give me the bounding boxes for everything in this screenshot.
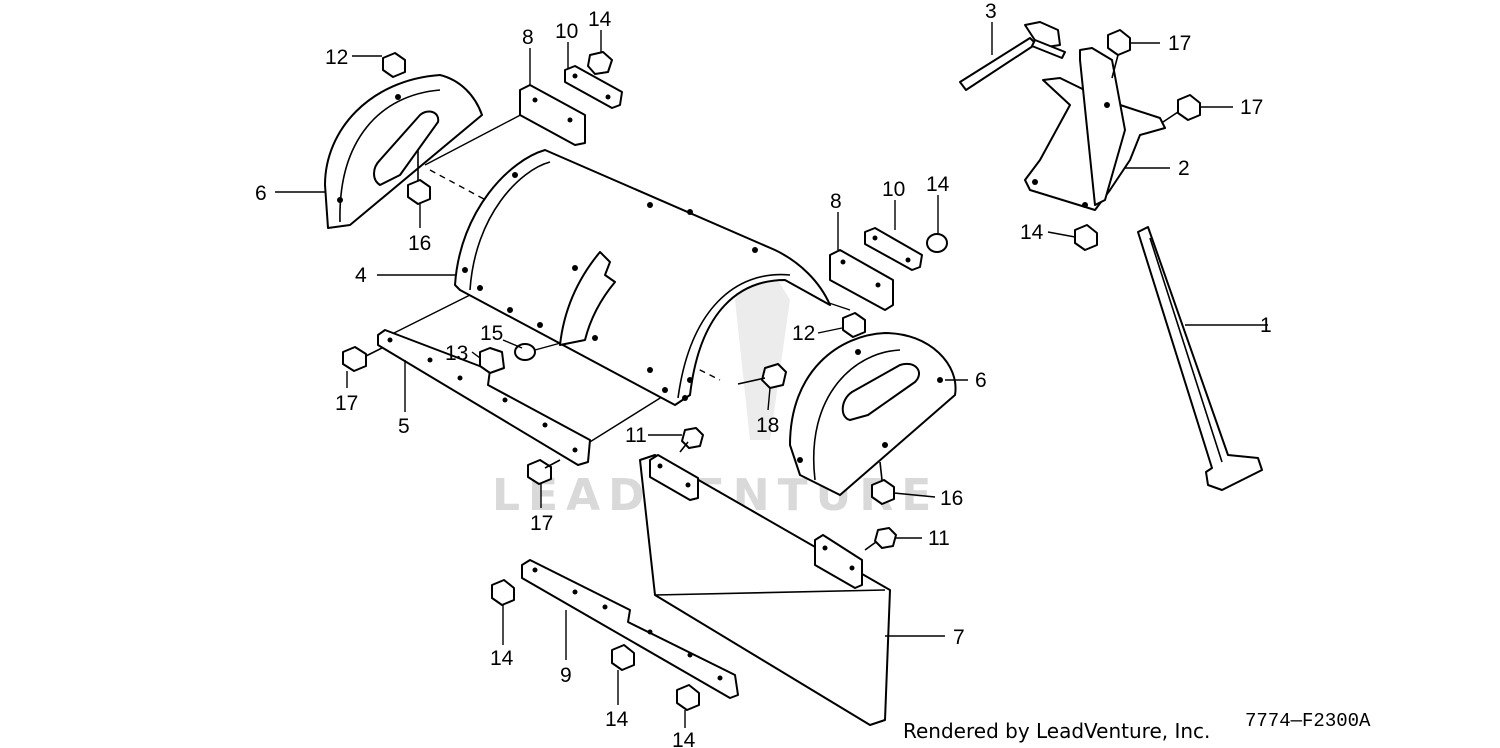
callout-17-hitch-top: 17 — [1168, 32, 1191, 55]
callout-7: 7 — [953, 626, 965, 649]
callout-12-right: 12 — [792, 322, 815, 345]
callout-5: 5 — [398, 415, 410, 438]
callout-4: 4 — [355, 264, 367, 287]
callout-10-right: 10 — [882, 178, 905, 201]
callout-14-bottom-c: 14 — [672, 729, 696, 748]
hitch-bracket — [1024, 47, 1166, 211]
callout-8-right: 8 — [830, 190, 842, 213]
right-brackets — [829, 227, 923, 311]
callout-17-hitch-right: 17 — [1240, 96, 1263, 119]
right-side-shield — [789, 332, 957, 496]
callout-3: 3 — [985, 0, 997, 23]
callout-labels: 1 2 3 4 5 6 6 7 8 8 9 10 10 11 11 12 12 … — [255, 0, 1272, 748]
callout-17-left: 17 — [335, 392, 358, 415]
bottom-strip — [521, 559, 739, 699]
callout-14-bottom-a: 14 — [490, 647, 514, 670]
fasteners — [342, 29, 1201, 711]
callout-1: 1 — [1260, 314, 1272, 337]
callout-14-cover: 14 — [926, 173, 950, 196]
callout-11-top: 11 — [625, 424, 647, 447]
lower-plate — [377, 329, 591, 466]
callout-18: 18 — [756, 414, 779, 437]
callout-2: 2 — [1178, 157, 1190, 180]
callout-6-left: 6 — [255, 182, 267, 205]
callout-8-left: 8 — [522, 26, 534, 49]
callout-14-top: 14 — [588, 8, 612, 31]
rear-flap — [639, 454, 891, 726]
callout-14-hitch: 14 — [1020, 221, 1044, 244]
callout-11-right: 11 — [928, 527, 950, 550]
left-brackets — [519, 65, 623, 146]
callout-17-bottom: 17 — [530, 512, 553, 535]
callout-6-right: 6 — [975, 369, 987, 392]
callout-16-left: 16 — [408, 232, 431, 255]
callout-14-bottom-b: 14 — [605, 708, 629, 731]
diagram-code: 7774—F2300A — [1245, 710, 1371, 732]
callout-15: 15 — [480, 322, 503, 345]
callout-9: 9 — [560, 664, 572, 687]
callout-13: 13 — [445, 342, 468, 365]
tiller-cover — [454, 149, 831, 406]
left-side-shield — [324, 74, 483, 229]
callout-leaders — [275, 22, 1268, 728]
callout-10-left: 10 — [555, 20, 578, 43]
hitch-pin — [959, 21, 1066, 91]
callout-12-left: 12 — [325, 46, 348, 69]
callout-16-right: 16 — [940, 487, 963, 510]
rendered-by-credit: Rendered by LeadVenture, Inc. — [903, 719, 1210, 743]
depth-bar — [1137, 226, 1263, 491]
